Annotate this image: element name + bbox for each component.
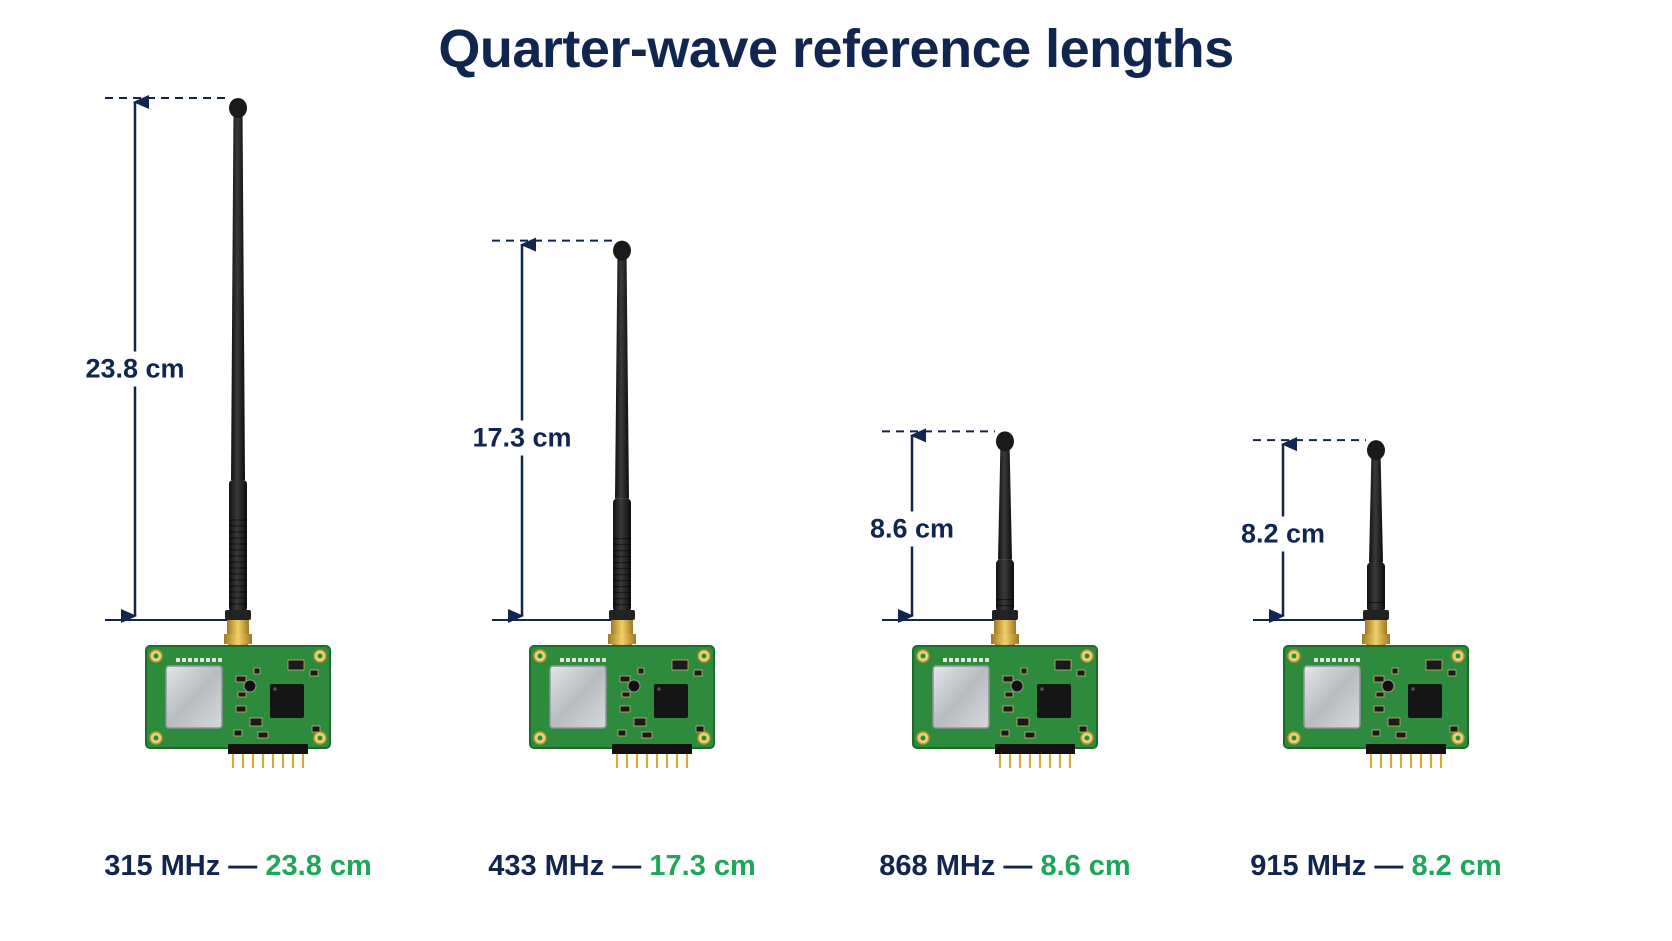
antenna bbox=[1363, 440, 1389, 620]
shield-can bbox=[165, 665, 223, 729]
rf-module-2 bbox=[492, 237, 715, 768]
dimension-label: 23.8 cm bbox=[83, 351, 187, 387]
rf-module-4 bbox=[1253, 437, 1469, 768]
frequency-label: 433 MHz bbox=[488, 850, 605, 882]
dimension-label: 17.3 cm bbox=[470, 420, 574, 456]
pin-header bbox=[995, 744, 1075, 768]
shield-can bbox=[549, 665, 607, 729]
length-label: 8.2 cm bbox=[1411, 850, 1502, 882]
rf-module-1 bbox=[105, 95, 331, 768]
module-caption: 915 MHz — 8.2 cm bbox=[1250, 850, 1501, 883]
module-caption: 868 MHz — 8.6 cm bbox=[879, 850, 1130, 883]
rf-module-3 bbox=[882, 428, 1098, 768]
module-caption: 433 MHz — 17.3 cm bbox=[488, 850, 756, 883]
ic-chip bbox=[1037, 684, 1071, 718]
length-label: 17.3 cm bbox=[649, 850, 756, 882]
shield-can bbox=[932, 665, 990, 729]
frequency-label: 868 MHz bbox=[879, 850, 996, 882]
shield-can bbox=[1303, 665, 1361, 729]
ic-chip bbox=[1408, 684, 1442, 718]
length-label: 23.8 cm bbox=[265, 850, 372, 882]
dimension-label: 8.6 cm bbox=[867, 511, 957, 547]
antenna bbox=[992, 431, 1018, 620]
dimension-label: 8.2 cm bbox=[1238, 516, 1328, 552]
antenna bbox=[225, 98, 251, 620]
frequency-label: 315 MHz bbox=[104, 850, 221, 882]
ic-chip bbox=[270, 684, 304, 718]
pcb-board bbox=[529, 645, 715, 749]
ic-chip bbox=[654, 684, 688, 718]
pin-header bbox=[1366, 744, 1446, 768]
frequency-label: 915 MHz bbox=[1250, 850, 1367, 882]
separator: — bbox=[1366, 850, 1412, 882]
module-caption: 315 MHz — 23.8 cm bbox=[104, 850, 372, 883]
antenna bbox=[609, 240, 635, 620]
pcb-board bbox=[912, 645, 1098, 749]
length-label: 8.6 cm bbox=[1040, 850, 1131, 882]
separator: — bbox=[220, 850, 266, 882]
separator: — bbox=[995, 850, 1041, 882]
pcb-board bbox=[1283, 645, 1469, 749]
pcb-board bbox=[145, 645, 331, 749]
page-title: Quarter-wave reference lengths bbox=[438, 19, 1234, 79]
pin-header bbox=[612, 744, 692, 768]
pin-header bbox=[228, 744, 308, 768]
separator: — bbox=[604, 850, 650, 882]
